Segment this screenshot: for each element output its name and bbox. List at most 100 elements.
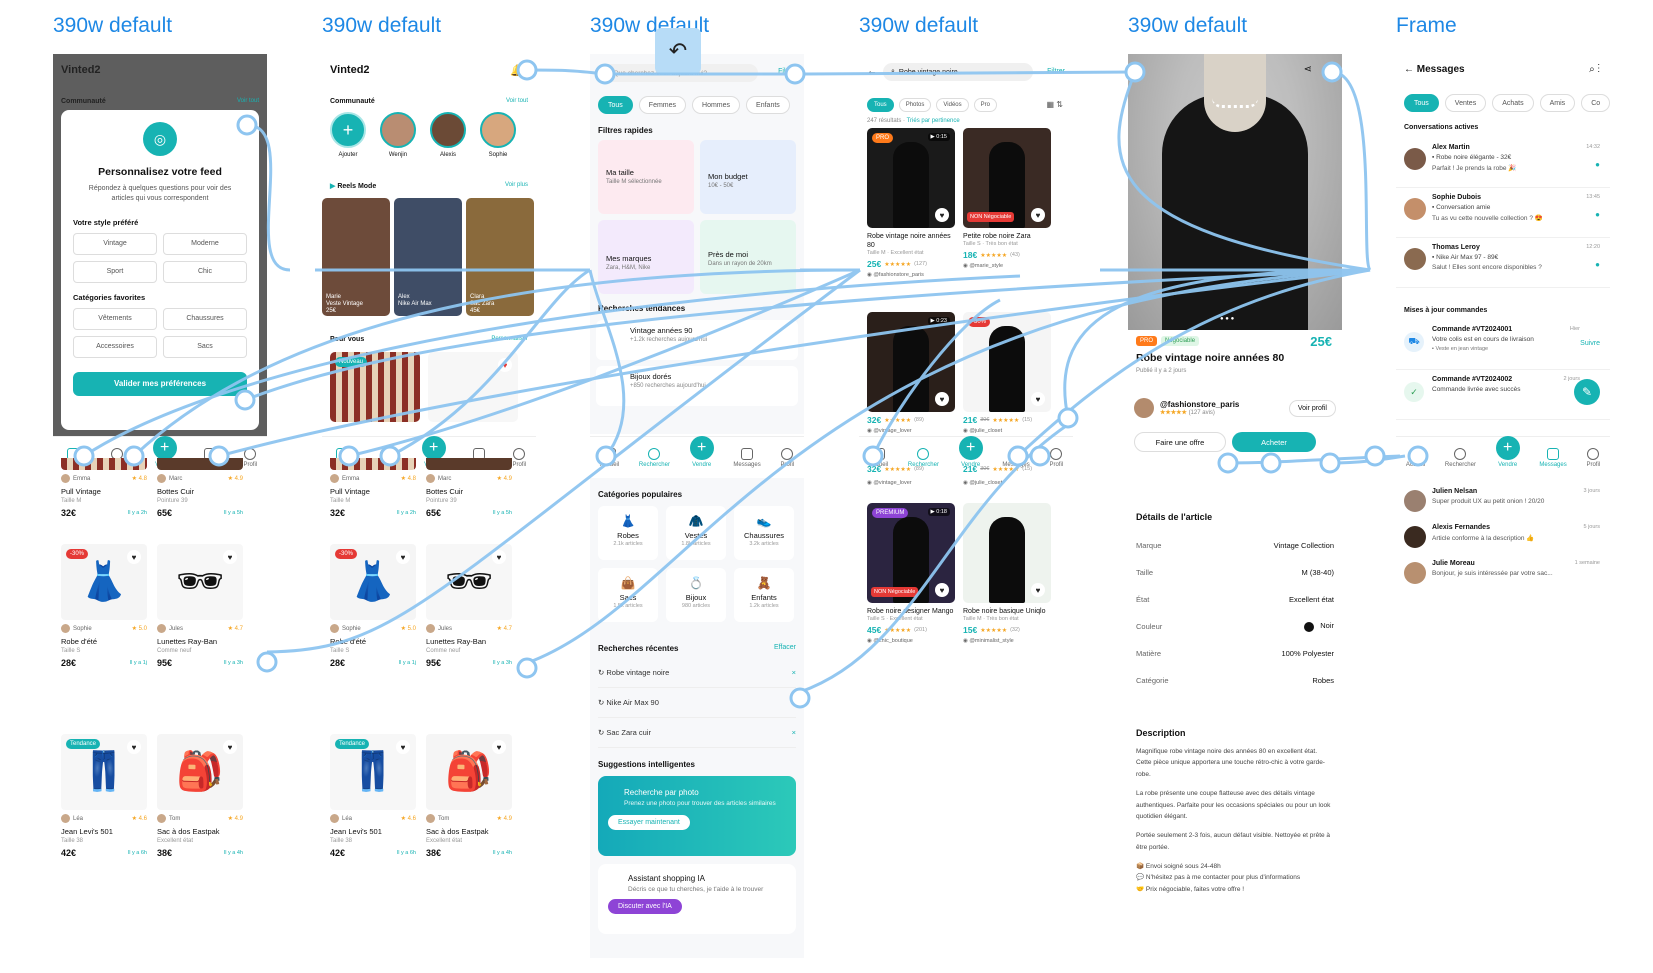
style-option-chic[interactable]: Chic: [163, 260, 247, 283]
nav-search[interactable]: Rechercher: [1445, 448, 1476, 468]
bell-icon[interactable]: 🔔: [510, 65, 524, 77]
nav-profile[interactable]: Profil: [512, 448, 526, 468]
tab-friends[interactable]: Amis: [1539, 94, 1576, 112]
product-image[interactable]: 👗♥-30%: [330, 544, 416, 620]
nav-home[interactable]: Accueil: [600, 448, 619, 468]
heart-icon[interactable]: ♥: [127, 740, 141, 754]
heart-icon[interactable]: ♥: [492, 740, 506, 754]
search-input[interactable]: ⌕Robe vintage noire: [883, 63, 1033, 81]
recent-search-item[interactable]: ↻ Robe vintage noire×: [598, 658, 796, 688]
tab-videos[interactable]: Vidéos: [936, 98, 969, 112]
chat-ai-button[interactable]: Discuter avec l'IA: [608, 899, 682, 914]
try-now-button[interactable]: Essayer maintenant: [608, 815, 690, 830]
product-photo[interactable]: ← ⋖ ♡ ● ● ●: [1128, 54, 1342, 330]
style-option-sport[interactable]: Sport: [73, 260, 157, 283]
heart-icon[interactable]: ♥: [492, 550, 506, 564]
tab-pro[interactable]: Pro: [973, 98, 997, 112]
community-person[interactable]: Wenjin: [380, 112, 416, 158]
result-image[interactable]: ♥: [963, 503, 1051, 603]
nav-sell[interactable]: +Vendre: [1495, 436, 1520, 468]
category-option-chaussures[interactable]: Chaussures: [163, 307, 247, 330]
product-image[interactable]: 👖♥Tendance: [330, 734, 416, 810]
tab-sales[interactable]: Ventes: [1444, 94, 1487, 112]
nav-profile[interactable]: Profil: [780, 448, 794, 468]
result-image[interactable]: ▶ 0:23♥: [867, 312, 955, 412]
make-offer-button[interactable]: Faire une offre: [1134, 432, 1226, 452]
heart-icon[interactable]: ♥: [935, 583, 949, 597]
nav-messages[interactable]: Messages: [733, 448, 761, 468]
back-arrow-icon[interactable]: ←: [1134, 64, 1144, 75]
recent-search-item[interactable]: ↻ Nike Air Max 90×: [598, 688, 796, 718]
nav-profile[interactable]: Profil: [243, 448, 257, 468]
tab-women[interactable]: Femmes: [638, 96, 687, 114]
personalize-link[interactable]: Personnaliser: [491, 336, 528, 342]
filter-button[interactable]: Filtrer: [1047, 68, 1065, 75]
tab-all[interactable]: Tous: [867, 98, 894, 112]
product-image[interactable]: 🕶♥: [426, 544, 512, 620]
compose-button[interactable]: ✎: [1574, 379, 1600, 405]
view-profile-button[interactable]: Voir profil: [1288, 399, 1336, 417]
product-image[interactable]: [157, 458, 243, 470]
heart-icon[interactable]: ♥: [396, 740, 410, 754]
see-all-link[interactable]: Voir tout: [505, 98, 528, 104]
close-icon[interactable]: ×: [791, 698, 796, 707]
share-icon[interactable]: ⋖: [1303, 64, 1312, 75]
result-image[interactable]: NON Négociable♥: [963, 128, 1051, 228]
tab-more[interactable]: Co: [1581, 94, 1610, 112]
nav-home[interactable]: Accueil: [1406, 448, 1425, 468]
style-option-moderne[interactable]: Moderne: [163, 232, 247, 255]
tab-photos[interactable]: Photos: [898, 98, 932, 112]
close-icon[interactable]: ×: [791, 728, 796, 737]
product-image[interactable]: [330, 458, 416, 470]
product-image[interactable]: ♥: [428, 352, 518, 422]
see-more-link[interactable]: Voir plus: [504, 182, 528, 188]
product-image[interactable]: 👖♥Tendance: [61, 734, 147, 810]
product-image[interactable]: 🕶♥: [157, 544, 243, 620]
heart-icon[interactable]: ♥: [498, 358, 512, 372]
back-arrow-icon[interactable]: ←: [1404, 64, 1414, 75]
track-order-button[interactable]: Suivre: [1580, 340, 1600, 347]
heart-icon[interactable]: ♡: [1323, 64, 1332, 75]
nav-messages[interactable]: Messages: [1539, 448, 1567, 468]
product-image[interactable]: 🎒♥: [157, 734, 243, 810]
category-option-vetements[interactable]: Vêtements: [73, 307, 157, 330]
heart-icon[interactable]: ♥: [1031, 583, 1045, 597]
tab-men[interactable]: Hommes: [692, 96, 741, 114]
validate-preferences-button[interactable]: Valider mes préférences: [73, 371, 247, 396]
heart-icon[interactable]: ♥: [935, 392, 949, 406]
product-image[interactable]: [61, 458, 147, 470]
heart-icon[interactable]: ♥: [396, 550, 410, 564]
product-image[interactable]: 👗♥-30%: [61, 544, 147, 620]
heart-icon[interactable]: ♥: [223, 550, 237, 564]
back-arrow-icon[interactable]: ←: [867, 66, 877, 77]
heart-icon[interactable]: ♥: [1031, 208, 1045, 222]
